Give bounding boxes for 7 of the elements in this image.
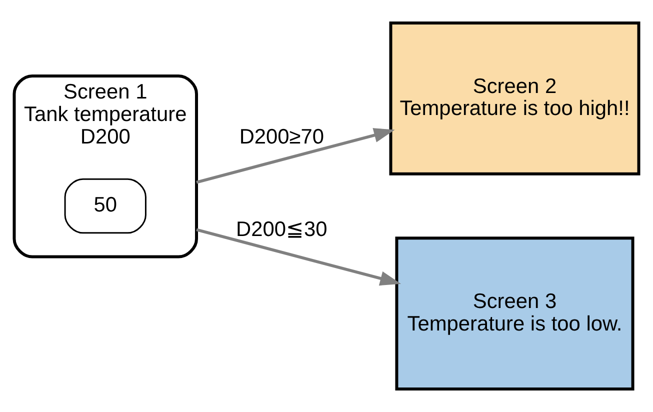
- node-box: Screen 2 Temperature is too high!!: [389, 21, 640, 176]
- arrow: [196, 228, 402, 286]
- node-box: 50: [64, 178, 146, 234]
- node-box: Screen 3 Temperature is too low.: [395, 236, 634, 391]
- edge-label: D200≦30: [236, 218, 328, 242]
- arrow: [196, 128, 395, 184]
- edge-label: D200≥70: [239, 126, 324, 149]
